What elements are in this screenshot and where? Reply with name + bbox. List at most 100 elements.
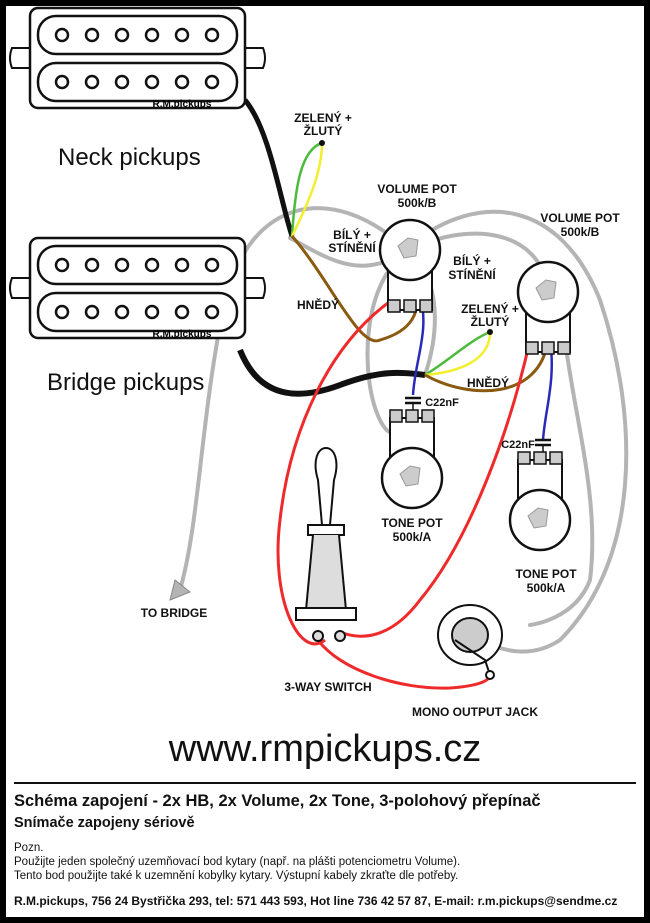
label-green-yellow-2: ZELENÝ +: [461, 301, 519, 316]
pole-piece: [84, 304, 100, 320]
website-url: www.rmpickups.cz: [168, 728, 482, 770]
pole-piece: [174, 257, 190, 273]
pole-piece: [144, 27, 160, 43]
pot-lug: [419, 299, 433, 313]
pot-lug: [389, 409, 403, 423]
label-switch: 3-WAY SWITCH: [284, 680, 371, 694]
footer-note: Použijte jeden společný uzemňovací bod k…: [14, 856, 461, 868]
green-wire-1: [290, 141, 323, 237]
tone-pot-2: [508, 451, 572, 552]
red-wire-1: [276, 294, 399, 646]
pole-piece: [174, 74, 190, 90]
red-wire-out: [316, 639, 492, 690]
label-to-bridge: TO BRIDGE: [141, 606, 207, 620]
neck-humbucker: R.M.pickups: [9, 6, 266, 110]
pole-piece: [84, 257, 100, 273]
three-way-switch: [295, 446, 357, 642]
yellow-wire-1: [290, 142, 324, 237]
gray-wire-vol1-to-vol2: [408, 209, 629, 654]
ground-point-2: [487, 329, 493, 335]
label-volume-pot-1b: 500k/B: [398, 196, 437, 210]
pot-lug: [421, 409, 435, 423]
pole-piece: [174, 304, 190, 320]
red-wire-2: [339, 339, 532, 638]
brown-wire-1: [290, 235, 419, 343]
pole-piece: [54, 304, 70, 320]
footer-title: Schéma zapojení - 2x HB, 2x Volume, 2x T…: [14, 792, 541, 810]
label-volume-pot-1: VOLUME POT: [377, 182, 457, 196]
pot-lug: [525, 341, 539, 355]
pot-lug: [405, 409, 419, 423]
footer-note: Tento bod použijte také k uzemnění kobyl…: [14, 870, 459, 882]
pot-lug: [541, 341, 555, 355]
pole-piece: [54, 257, 70, 273]
pole-piece: [114, 257, 130, 273]
label-tone-pot-2: TONE POT: [515, 567, 577, 581]
neck-pickups-label: Neck pickups: [58, 144, 201, 171]
label-green-yellow-2b: ŽLUTÝ: [471, 314, 510, 329]
label-brown-1: HNĚDÝ: [297, 297, 339, 312]
pole-piece: [84, 74, 100, 90]
pole-piece: [84, 27, 100, 43]
pot-lug: [387, 299, 401, 313]
pole-piece: [204, 304, 220, 320]
label-jack: MONO OUTPUT JACK: [412, 705, 538, 719]
label-white-shield-2: BÍLÝ +: [453, 253, 491, 268]
pole-piece: [204, 74, 220, 90]
brand-logo: R.M.pickups: [153, 99, 212, 110]
pole-piece: [54, 74, 70, 90]
mounting-ear: [9, 277, 266, 299]
label-cap-2: C22nF: [501, 439, 535, 451]
footer-subtitle: Snímače zapojeny sériově: [14, 815, 195, 831]
label-volume-pot-2: VOLUME POT: [540, 211, 620, 225]
pickup-coil: [36, 291, 239, 333]
brown-wire-2: [424, 339, 550, 393]
label-brown-2: HNĚDÝ: [467, 375, 509, 390]
volume-pot-2: [516, 260, 580, 355]
label-cap-1: C22nF: [425, 397, 459, 409]
label-white-shield-1b: STÍNĚNÍ: [328, 240, 376, 255]
tone-pot-1: [380, 409, 444, 510]
pole-piece: [204, 27, 220, 43]
ground-point-1: [319, 140, 325, 146]
label-tone-pot-1: TONE POT: [381, 516, 443, 530]
output-jack: [437, 604, 503, 680]
label-tone-pot-1b: 500k/A: [393, 530, 432, 544]
neck-cable: [243, 98, 295, 237]
brand-logo: R.M.pickups: [153, 329, 212, 340]
pot-lug: [557, 341, 571, 355]
pole-piece: [204, 257, 220, 273]
pickup-coil: [36, 244, 239, 286]
yellow-wire-2: [424, 331, 492, 377]
pole-piece: [114, 304, 130, 320]
arrow-to-bridge: [169, 579, 191, 601]
pole-piece: [144, 74, 160, 90]
footer-note: Pozn.: [14, 842, 44, 854]
pole-piece: [114, 27, 130, 43]
pole-piece: [174, 27, 190, 43]
label-green-yellow-1b: ŽLUTÝ: [304, 123, 343, 138]
label-volume-pot-2b: 500k/B: [561, 225, 600, 239]
pole-piece: [144, 257, 160, 273]
footer-address: R.M.pickups, 756 24 Bystřička 293, tel: …: [14, 894, 618, 908]
pickup-coil: [36, 14, 239, 56]
label-white-shield-2b: STÍNĚNÍ: [448, 267, 496, 282]
pole-piece: [114, 74, 130, 90]
bridge-humbucker: R.M.pickups: [9, 236, 266, 340]
mounting-ear: [9, 47, 266, 69]
label-white-shield-1: BÍLÝ +: [333, 227, 371, 242]
pole-piece: [54, 27, 70, 43]
pole-piece: [144, 304, 160, 320]
label-tone-pot-2b: 500k/A: [527, 581, 566, 595]
pot-lug: [533, 451, 547, 465]
label-green-yellow-1: ZELENÝ +: [294, 110, 352, 125]
pot-lug: [549, 451, 563, 465]
volume-pot-1: [378, 218, 442, 313]
pickup-coil: [36, 61, 239, 103]
bridge-pickups-label: Bridge pickups: [47, 369, 204, 396]
pot-lug: [517, 451, 531, 465]
pot-lug: [403, 299, 417, 313]
wiring-diagram: R.M.pickups R.M.pickups Neck pickups Bri…: [9, 6, 629, 719]
divider: [14, 782, 636, 784]
